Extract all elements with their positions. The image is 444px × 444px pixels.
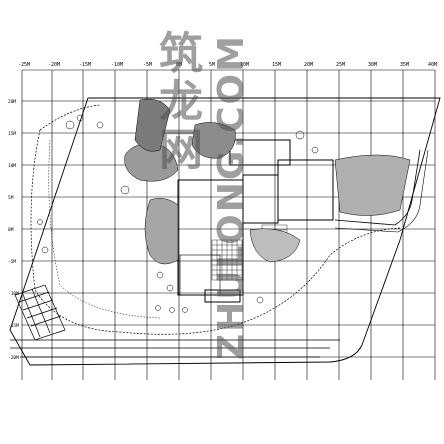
top-axis-label: 30M	[368, 62, 377, 68]
top-axis-label: 40M	[428, 62, 437, 68]
top-axis-label: -5M	[143, 62, 152, 68]
pergola	[14, 284, 66, 341]
garden-path	[30, 104, 401, 335]
left-axis-label: 20M	[8, 99, 16, 105]
top-axis-label: 35M	[400, 62, 409, 68]
top-axis-label: -25M	[18, 62, 30, 68]
top-axis-label: -10M	[111, 62, 123, 68]
entry-drive-edge	[334, 149, 429, 233]
left-axis-label: 10M	[8, 163, 16, 169]
top-axis-label: 0M	[176, 62, 182, 68]
top-axis-label: -20M	[48, 62, 60, 68]
top-axis-label: 10M	[240, 62, 249, 68]
planting-areas	[124, 98, 411, 265]
site-boundary	[9, 97, 441, 366]
left-axis-label: -10M	[8, 291, 19, 297]
left-axis-label: -5M	[8, 259, 16, 265]
watermark-chinese: 筑龙网	[151, 30, 202, 174]
top-axis-label: 5M	[209, 62, 215, 68]
top-axis-labels: -25M -20M -15M -10M -5M 0M 5M 10M 15M 20…	[18, 62, 437, 68]
watermark-english: ZHULONG.COM	[211, 34, 252, 360]
entry-drive	[334, 149, 421, 226]
left-axis-label: 15M	[8, 131, 16, 137]
top-axis-label: 25M	[336, 62, 345, 68]
driveway	[10, 339, 340, 358]
left-axis-label: -20M	[8, 355, 19, 361]
left-axis-labels: 20M 15M 10M 5M 0M -5M -10M -15M -20M	[8, 99, 19, 361]
grid-lines	[21, 69, 436, 380]
left-axis-label: 5M	[8, 195, 14, 201]
garden-path-inner	[48, 139, 161, 319]
left-axis-label: -15M	[8, 323, 19, 329]
trees	[37, 114, 319, 313]
top-axis-label: 15M	[272, 62, 281, 68]
top-axis-label: -15M	[79, 62, 91, 68]
left-axis-label: 0M	[8, 227, 14, 233]
top-axis-label: 20M	[304, 62, 313, 68]
